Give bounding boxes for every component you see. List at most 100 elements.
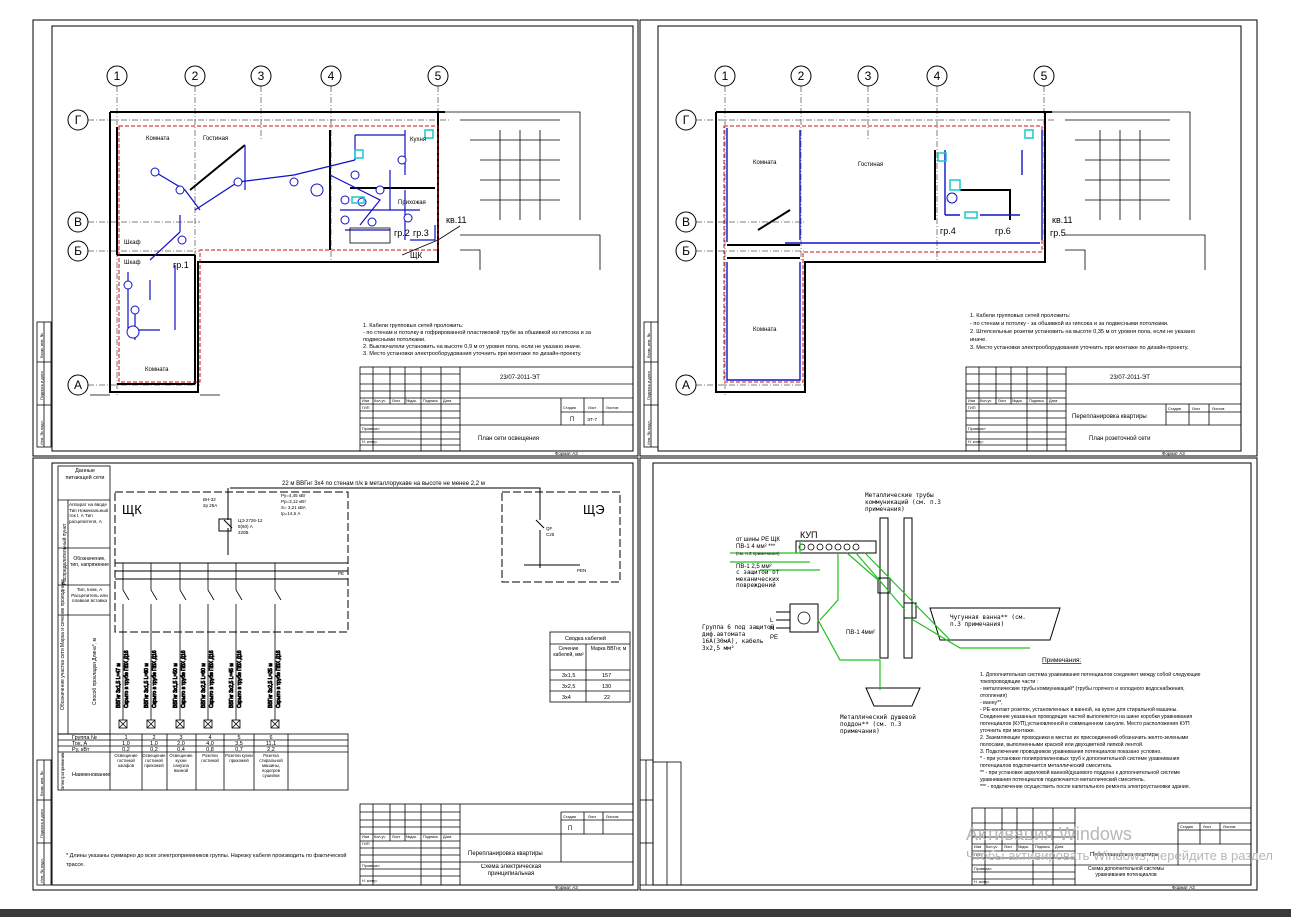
stamp-col-list-1: Лист <box>392 399 401 403</box>
side-sign-2: Подпись и дата <box>646 370 651 400</box>
summary-r2-c1: 3х2,5 <box>562 684 575 690</box>
side-sign-3: Подпись и дата <box>39 808 44 838</box>
room-label-room2: Комната <box>145 367 169 373</box>
row-header-section: Обозначение участка сети Марка и сечение… <box>60 579 66 710</box>
stamp-col-kol-4: Кол.уч <box>986 845 997 849</box>
side-vzam-2: Взам. инв. № <box>646 333 651 358</box>
potential-note-6: - РЕ-контакт розеток, установленных в ва… <box>980 706 1178 713</box>
stamp-h-sheets-4: Листов <box>1223 825 1235 829</box>
lighting-note-4: 2. Выключатели установить на высоте 0,9 … <box>363 344 582 350</box>
stamp-col-list-3: Лист <box>392 835 401 839</box>
stamp-code-2: 23/07-2011-ЭТ <box>1110 375 1150 381</box>
load-box-5 <box>231 719 241 729</box>
stamp-role-nk-4: Н. контр. <box>974 880 990 884</box>
stamp-h-sheet-1: Лист <box>588 406 597 410</box>
side-label-ep: Электроприемник <box>60 753 65 790</box>
potential-note-13: * - при установке полипропиленовых труб … <box>980 755 1180 762</box>
potential-note-5: - ванну**, <box>980 700 1003 706</box>
stamp-col-sign-1: Подпись <box>423 399 438 403</box>
group-line-2 <box>150 563 158 720</box>
potential-note-17: *** - подключение осуществить после капи… <box>980 784 1190 790</box>
stamp-role-check-1: Проверил <box>362 427 380 431</box>
group-label-gr1: гр.1 <box>173 260 189 270</box>
group-current-1: 1,0 <box>122 741 130 747</box>
group-power-1: 0,2 <box>122 747 130 753</box>
pipes-label: Металлические трубы коммуникаций (см. п.… <box>865 492 941 513</box>
group-route-4: Скрыто в трубе ПВХ Д16 <box>209 650 215 708</box>
group-route-1: Скрыто в трубе ПВХ Д16 <box>124 650 130 708</box>
axis2-1: 1 <box>722 69 729 83</box>
room-label-closet2: Шкаф <box>124 260 141 266</box>
summary-title: Сводка кабелей <box>565 635 606 642</box>
group-line-5 <box>235 563 243 720</box>
stamp-role-check-2: Проверил <box>968 427 986 431</box>
lighting-note-5: 3. Место установки электрооборудования у… <box>363 350 582 357</box>
bath-label: Чугунная ванна** (см. п.3 примечания) <box>950 614 1026 628</box>
stamp-col-date-3: Дата <box>443 835 452 839</box>
room-label-kitchen: Кухня <box>410 137 426 143</box>
side-stamp-texts: Инв. № подл. Подпись и дата Взам. инв. №… <box>39 333 651 883</box>
apartment-label-2: кв.11 <box>1052 215 1073 225</box>
breaker-main-l1: ВН-32 <box>203 497 216 502</box>
socket-note-2: - по стенам и потолку - за обшивкой из г… <box>970 320 1169 327</box>
stamp-format-4: Формат А3 <box>1172 885 1195 890</box>
group6-label: Группа 6 под защитой диф.автомата 16А(30… <box>702 624 775 652</box>
group-no-6: 6 <box>269 735 272 741</box>
inner-frame-potential <box>652 462 1252 886</box>
room-label-room1: Комната <box>146 136 170 142</box>
meter-voltage: 220В <box>238 530 249 535</box>
pv1-25-label: ПВ-1 2,5 мм² <box>736 564 772 570</box>
room-label-living: Гостиная <box>203 136 228 142</box>
axis-4: 4 <box>328 69 335 83</box>
meter-model: ЦЭ 2726-12 <box>238 518 263 523</box>
group-cable-3: ВВГнг 3х1,5 L=50 м <box>173 663 179 708</box>
potential-note-10: 2. Заземляющие проводники в местах их пр… <box>980 734 1188 741</box>
group-power-4: 0,8 <box>206 747 214 753</box>
stamp-h-stage-2: Стадия <box>1168 407 1181 411</box>
gr-header-name: Наименование <box>72 772 110 778</box>
group-line-3 <box>179 563 187 720</box>
stamp-title-2: План розеточной сети <box>1089 435 1150 442</box>
load-cross-6 <box>270 719 280 729</box>
group-label-gr4: гр.4 <box>940 226 956 236</box>
group-name-2: Освещение гостиной прихожей <box>142 753 166 768</box>
socket-note-3: 2. Штепсельные розетки установить на выс… <box>970 329 1195 335</box>
room-label-closet1: Шкаф <box>124 240 141 246</box>
stamp-col-izm-4: Изм <box>974 845 981 849</box>
room2-label-room2: Комната <box>753 327 777 333</box>
summary-h1: Сечение кабелей, мм² <box>553 646 584 658</box>
socket-title-block <box>965 366 1242 452</box>
axis-2: 2 <box>192 69 199 83</box>
axis-g: Г <box>75 113 82 127</box>
stamp-col-doc-3: №док. <box>406 835 417 839</box>
tray-label: Металлический душевой поддон** (см. п.3 … <box>840 714 916 734</box>
stamp-title-3: Схема электрическая принципиальная <box>480 864 542 877</box>
lighting-note-1: 1. Кабели групповых сетей проложить: <box>363 322 464 329</box>
stamp-role-nk-3: Н. контр. <box>362 879 378 883</box>
stamp-col-list-4: Лист <box>1004 845 1013 849</box>
stamp-project-4: Перепланировка квартиры <box>1090 852 1159 858</box>
stamp-col-izm-3: Изм <box>362 835 369 839</box>
stamp-role-check-3: Проверил <box>362 864 380 868</box>
potential-note-7: Соединение указанных проводящих частей в… <box>980 713 1192 720</box>
group-current-5: 3,5 <box>235 741 243 747</box>
stamp-code-1: 23/07-2011-ЭТ <box>500 375 540 381</box>
potential-note-15: ** - при установке акриловой ванной/душе… <box>980 769 1180 776</box>
stamp-h-stage-4: Стадия <box>1180 825 1193 829</box>
stamp-col-doc-1: №док. <box>406 399 417 403</box>
watermark-line-2: Чтобы активировать Windows, перейдите в … <box>966 848 1273 863</box>
stamp-project-2: Перепланировка квартиры <box>1072 414 1147 420</box>
n-label: N <box>770 626 774 632</box>
group-power-5: 0,7 <box>235 747 243 753</box>
feed-cable-text: 22 м ВВГнг 3х4 по стенам п/к в металлору… <box>282 481 485 487</box>
sheet-frame-lighting <box>32 19 639 457</box>
apartment-label: кв.11 <box>446 215 467 225</box>
stamp-format-1: Формат А3 <box>555 451 578 456</box>
group-line-1 <box>122 563 130 720</box>
schematic-footnote: * Длины указаны суммарно до всех электро… <box>66 853 347 868</box>
group-no-4: 4 <box>208 735 211 741</box>
potential-notes: 1. Дополнительная система уравнивания по… <box>980 671 1201 790</box>
potential-note-9: уточнить при монтаже. <box>980 728 1035 734</box>
